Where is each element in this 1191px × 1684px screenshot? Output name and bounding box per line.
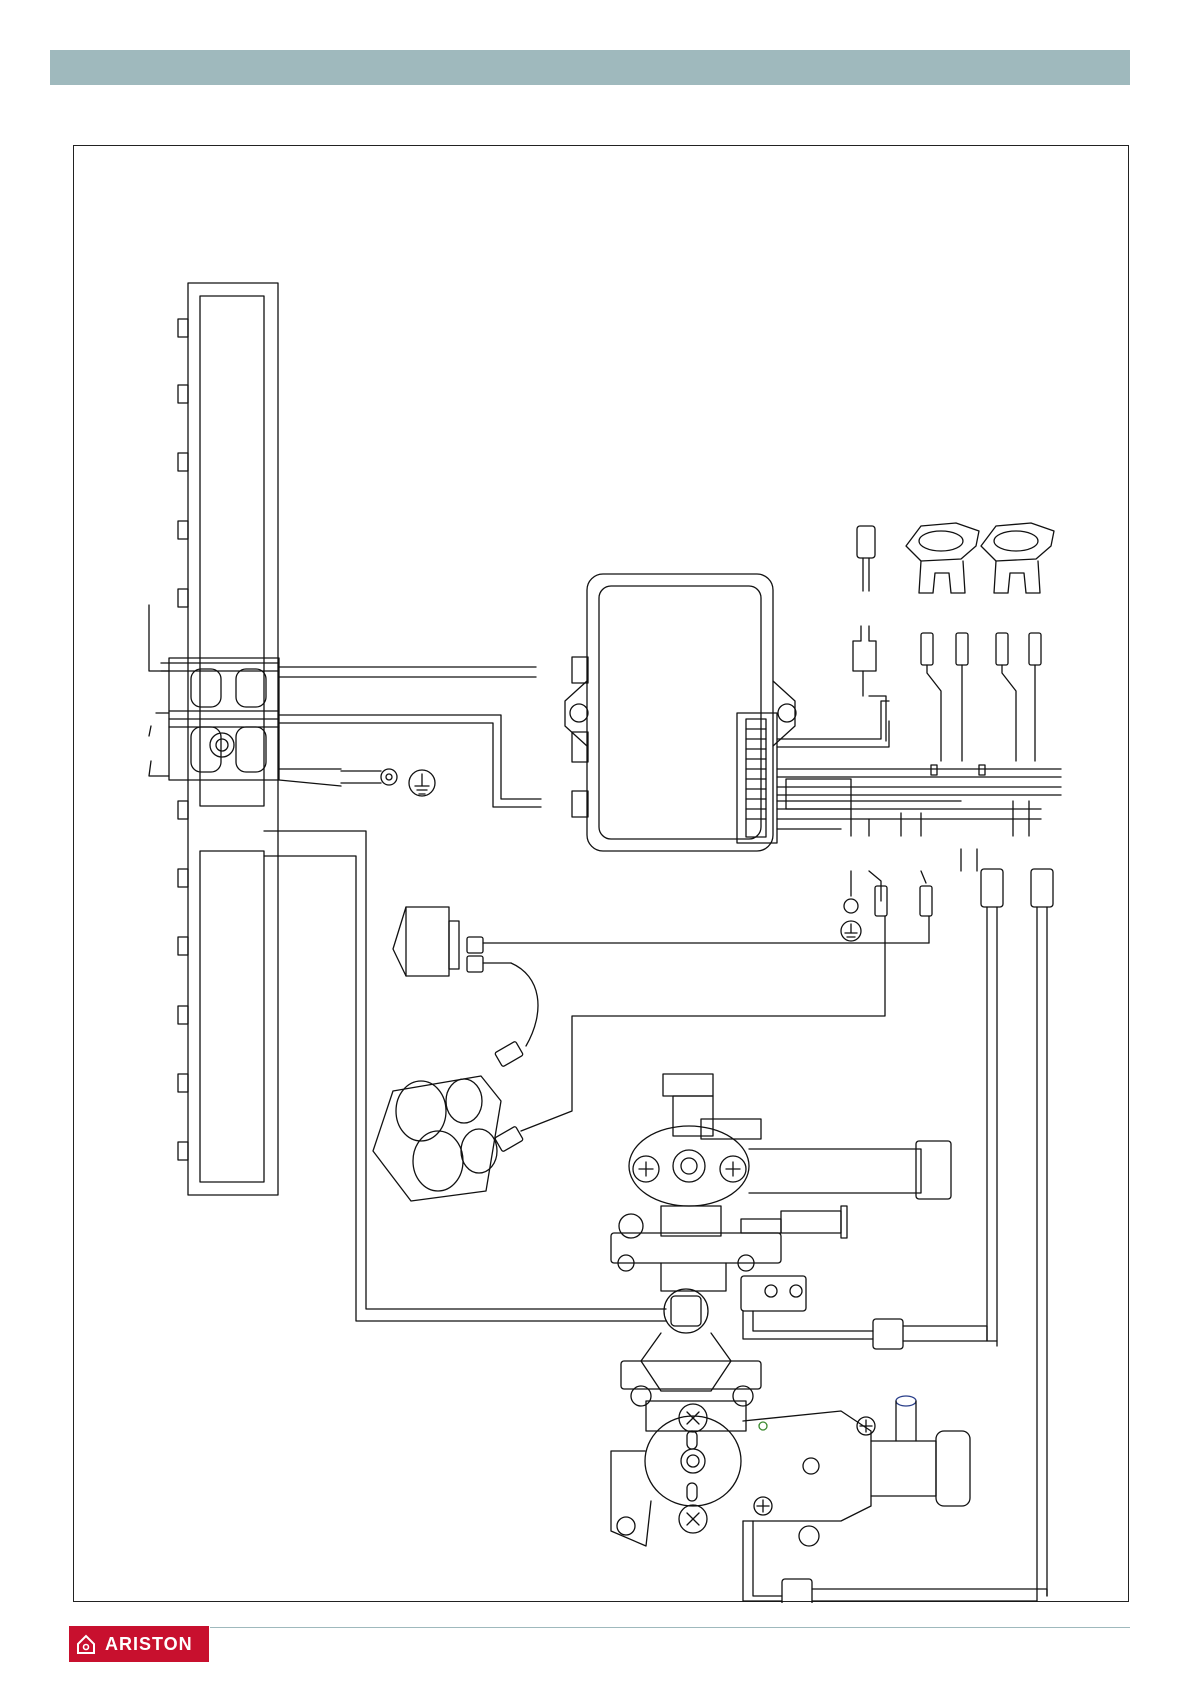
header-band xyxy=(50,50,1130,85)
ground-and-switch-leads xyxy=(844,871,932,916)
brand-logo: ARISTON xyxy=(69,1626,209,1662)
overheat-thermostat-2 xyxy=(981,523,1054,593)
thermostat-terminals xyxy=(921,633,1041,761)
water-valve xyxy=(611,1074,997,1391)
battery-pack xyxy=(373,916,885,1201)
ground-symbol xyxy=(409,770,435,796)
sensor-lead-loop xyxy=(264,831,666,1321)
electrode-bracket xyxy=(149,605,341,786)
ground-lug xyxy=(341,769,397,785)
wiring-diagram xyxy=(73,145,1129,1602)
ignition-control-box xyxy=(565,574,796,851)
wiring-harness xyxy=(777,701,1061,836)
main-switch xyxy=(393,907,929,1046)
ground-symbol xyxy=(841,921,861,941)
gas-valve xyxy=(611,1361,1047,1603)
burner-nozzles xyxy=(178,319,188,1160)
brand-name: ARISTON xyxy=(105,1634,193,1655)
house-icon xyxy=(75,1633,97,1655)
harness-plug-pair xyxy=(961,849,1053,1601)
burner-manifold xyxy=(178,283,278,1195)
overheat-thermostat-1 xyxy=(906,523,979,593)
footer-rule xyxy=(210,1627,1130,1628)
